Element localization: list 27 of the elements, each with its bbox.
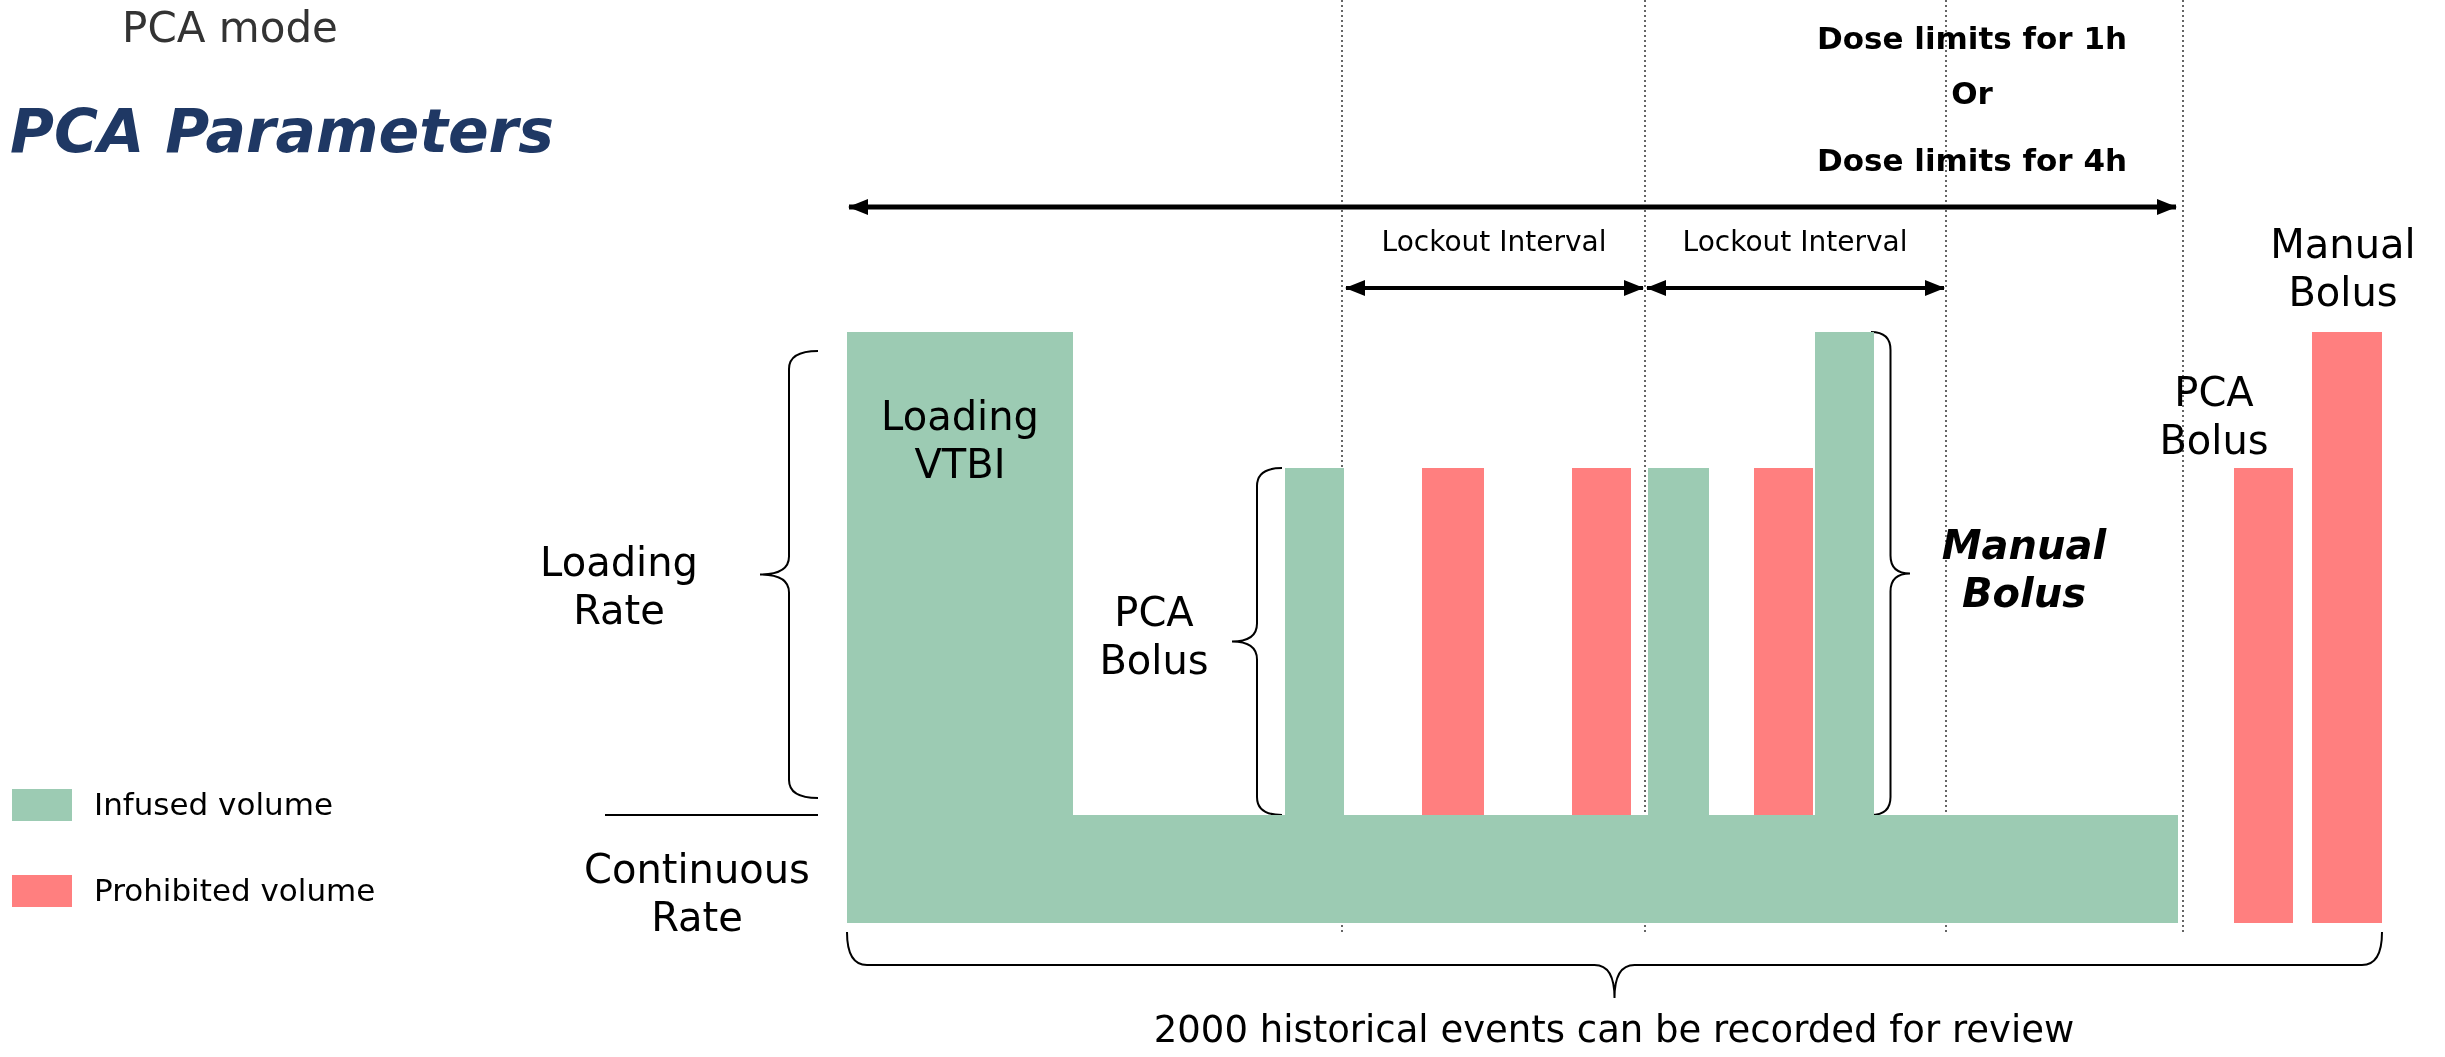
infused-volume-band <box>1073 815 2178 923</box>
caption-label: 2000 historical events can be recorded for review <box>1153 1007 2075 1053</box>
prohibited-volume-bar <box>2312 332 2382 923</box>
annotation-label: Loading Rate <box>539 538 699 634</box>
infused-volume-bar <box>1815 332 1874 815</box>
annotation-label: Continuous Rate <box>583 845 811 941</box>
annotation-label: PCA Bolus <box>2158 368 2270 464</box>
infused-volume-bar <box>847 332 1073 923</box>
legend-label: Prohibited volume <box>94 872 376 910</box>
infused-volume-bar <box>1648 468 1709 815</box>
prohibited-volume-bar <box>1572 468 1631 815</box>
prohibited-volume-bar <box>2234 468 2293 923</box>
interval-label: Lockout Interval <box>1381 225 1607 259</box>
limit-label: Dose limits for 1h <box>1817 20 2127 58</box>
prohibited-volume-bar <box>1422 468 1484 815</box>
legend-label: Infused volume <box>94 786 333 824</box>
annotation-label: Manual Bolus <box>1940 521 2108 617</box>
title: PCA Parameters <box>10 95 554 167</box>
annotation-label: PCA Bolus <box>1098 588 1210 684</box>
bar-label: Loading VTBI <box>880 392 1040 488</box>
interval-label: Lockout Interval <box>1682 225 1908 259</box>
prohibited-volume-bar <box>1754 468 1813 815</box>
infused-volume-bar <box>1285 468 1344 815</box>
annotation-label: Manual Bolus <box>2269 220 2417 316</box>
limit-label: Or <box>1951 75 1993 113</box>
section-heading: PCA mode <box>122 2 338 54</box>
limit-label: Dose limits for 4h <box>1817 142 2127 180</box>
